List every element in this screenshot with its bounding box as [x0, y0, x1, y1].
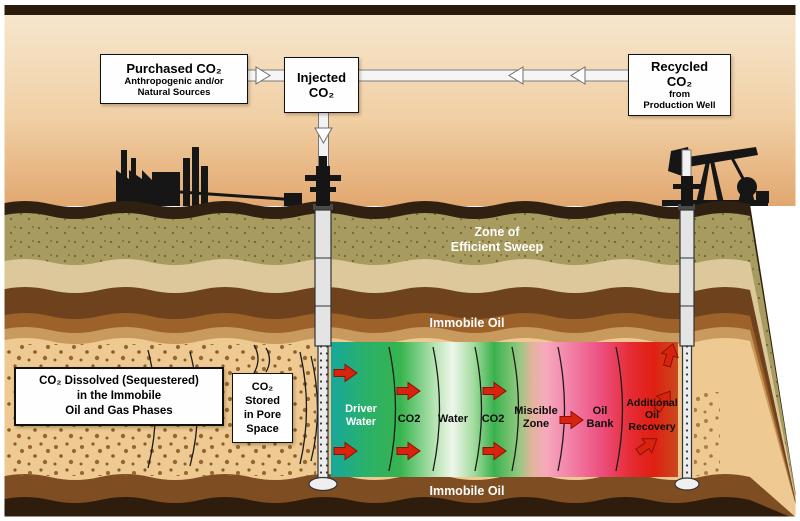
recycled-co2-title: Recycled	[650, 59, 709, 74]
injection-well	[305, 111, 341, 492]
zone-efficient-sweep-label: Zone of	[474, 225, 520, 239]
factory-icon	[116, 147, 208, 206]
driver-water-label: Driver	[345, 403, 378, 415]
additional-oil-recovery-label: Oil	[645, 409, 659, 421]
surface-feed-pipe	[179, 190, 299, 202]
co2-stored-text: Stored	[245, 395, 280, 407]
purchased-co2-subtitle: Natural Sources	[137, 87, 211, 98]
additional-oil-recovery-label: Additional	[626, 397, 677, 409]
production-wellhead-icon	[673, 176, 701, 206]
oil-bank-label: Oil	[593, 405, 608, 417]
recycled-co2-subtitle: Production Well	[643, 100, 716, 111]
co2-dissolved-text: in the Immobile	[76, 390, 162, 402]
production-well	[673, 149, 701, 491]
immobile-oil-top-label: Immobile Oil	[429, 316, 504, 330]
co2-band1-label: CO2	[398, 413, 421, 425]
co2-band2-label: CO2	[482, 413, 505, 425]
flow-arrow-left-icon	[508, 66, 524, 85]
miscible-zone-label: Miscible	[514, 405, 557, 417]
recycled-co2-title: CO₂	[666, 74, 693, 89]
purchased-co2-title: Purchased CO₂	[126, 61, 222, 76]
purchased-co2-subtitle: Anthropogenic and/or	[124, 76, 224, 87]
water-band-label: Water	[438, 413, 469, 425]
co2-stored-text: CO₂	[251, 381, 274, 393]
co2-dissolved-box: CO₂ Dissolved (Sequestered) in the Immob…	[14, 367, 224, 426]
co2-dissolved-text: Oil and Gas Phases	[65, 405, 173, 417]
wellhead-equipment	[284, 193, 302, 206]
flow-arrow-right-icon	[255, 66, 271, 85]
flow-arrow-down-icon	[314, 127, 333, 145]
flow-arrow-left-icon	[570, 66, 586, 85]
additional-oil-recovery-label: Recovery	[628, 421, 675, 433]
recycled-co2-box: Recycled CO₂ from Production Well	[628, 54, 731, 116]
injected-co2-title: Injected	[296, 70, 347, 85]
recycled-co2-subtitle: from	[668, 89, 691, 100]
driver-water-label: Water	[346, 416, 377, 428]
injected-co2-title: CO₂	[308, 85, 335, 100]
production-gravel-dots	[694, 392, 720, 476]
basement-band	[0, 497, 800, 521]
injection-wellhead-icon	[305, 156, 341, 206]
co2-stored-box: CO₂ Stored in Pore Space	[232, 373, 293, 443]
flood-gradient-zone	[331, 342, 678, 477]
zone-efficient-sweep-label: Efficient Sweep	[451, 240, 544, 254]
injected-co2-box: Injected CO₂	[284, 57, 359, 113]
scene-text-labels: Zone of Efficient Sweep Immobile Oil Imm…	[345, 225, 678, 498]
co2-stored-text: Space	[246, 423, 279, 435]
co2-stored-text: in Pore	[243, 409, 282, 421]
immobile-oil-bottom-label: Immobile Oil	[429, 484, 504, 498]
oil-bank-label: Bank	[587, 418, 615, 430]
miscible-zone-label: Zone	[523, 418, 549, 430]
co2-dissolved-text: CO₂ Dissolved (Sequestered)	[39, 375, 199, 387]
purchased-co2-box: Purchased CO₂ Anthropogenic and/or Natur…	[100, 54, 248, 104]
top-border-strip	[0, 5, 800, 15]
